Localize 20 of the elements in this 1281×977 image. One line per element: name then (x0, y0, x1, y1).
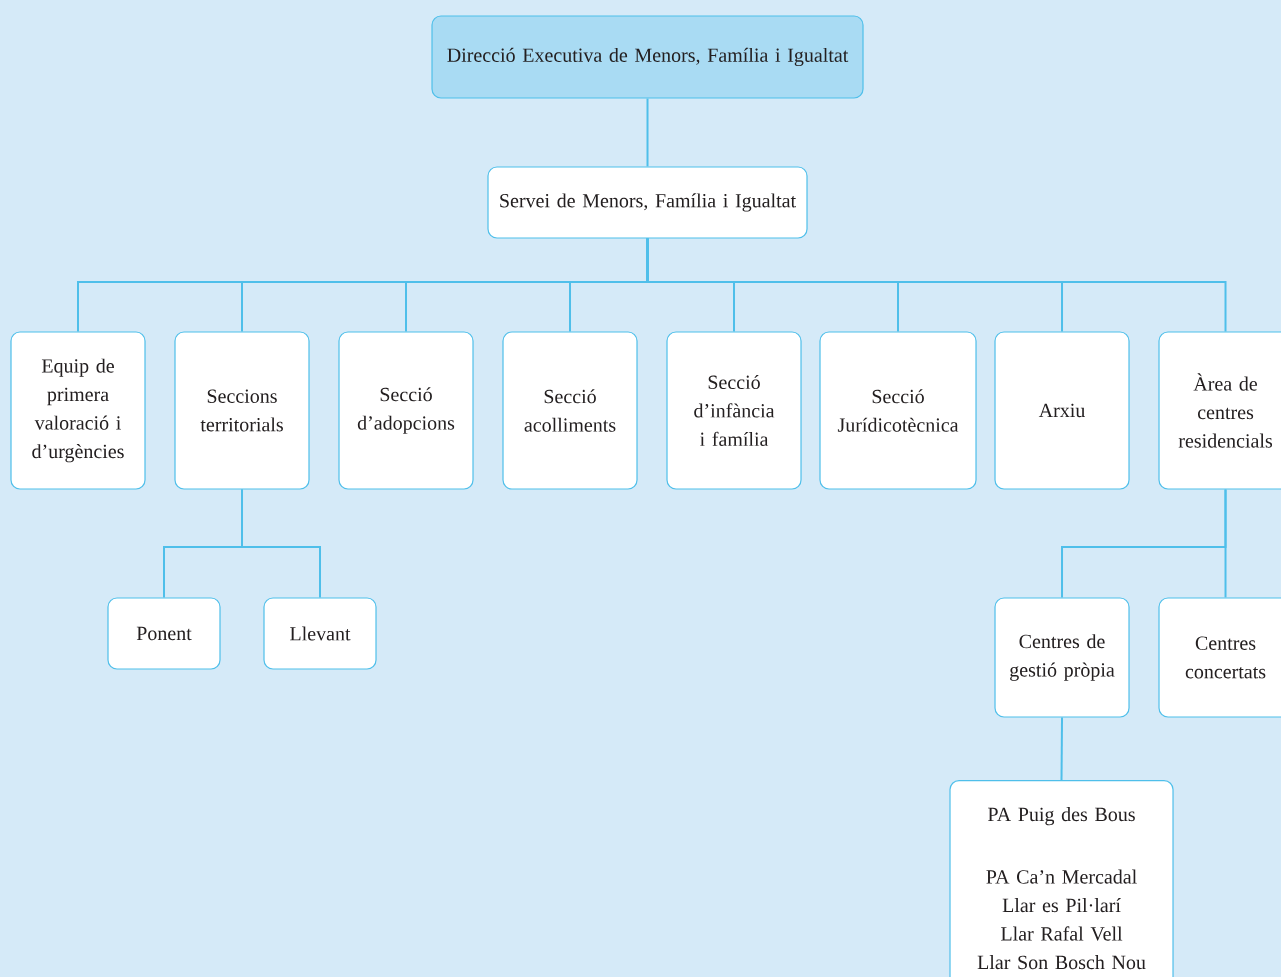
org-box: Llevant (263, 597, 377, 670)
connector-line (1224, 488, 1227, 599)
connector-line (241, 488, 321, 599)
org-box: Secció d’infància i família (666, 331, 802, 490)
org-box: Secció Jurídicotècnica (819, 331, 977, 490)
org-box: Equip de primera valoració i d’urgències (10, 331, 146, 490)
org-box: Secció acolliments (502, 331, 638, 490)
org-box: Secció d’adopcions (338, 331, 474, 490)
org-box: Seccions territorials (174, 331, 310, 490)
org-box: Centres concertats (1158, 597, 1281, 718)
org-box: Direcció Executiva de Menors, Família i Igualtat (431, 15, 864, 99)
connector-line (646, 97, 649, 168)
org-box: PA Puig des Bous PA Ca’n Mercadal Llar es Pil·larí Llar Rafal Vell Llar Son Bosch Nou (949, 780, 1174, 977)
org-box: Servei de Menors, Família i Igualtat (487, 166, 808, 239)
org-box: Arxiu (994, 331, 1130, 490)
org-box: Centres de gestió pròpia (994, 597, 1130, 718)
org-box: Àrea de centres residencials (1158, 331, 1281, 490)
connector-line (1060, 716, 1063, 781)
connector-line (646, 237, 1227, 333)
org-box: Ponent (107, 597, 221, 670)
